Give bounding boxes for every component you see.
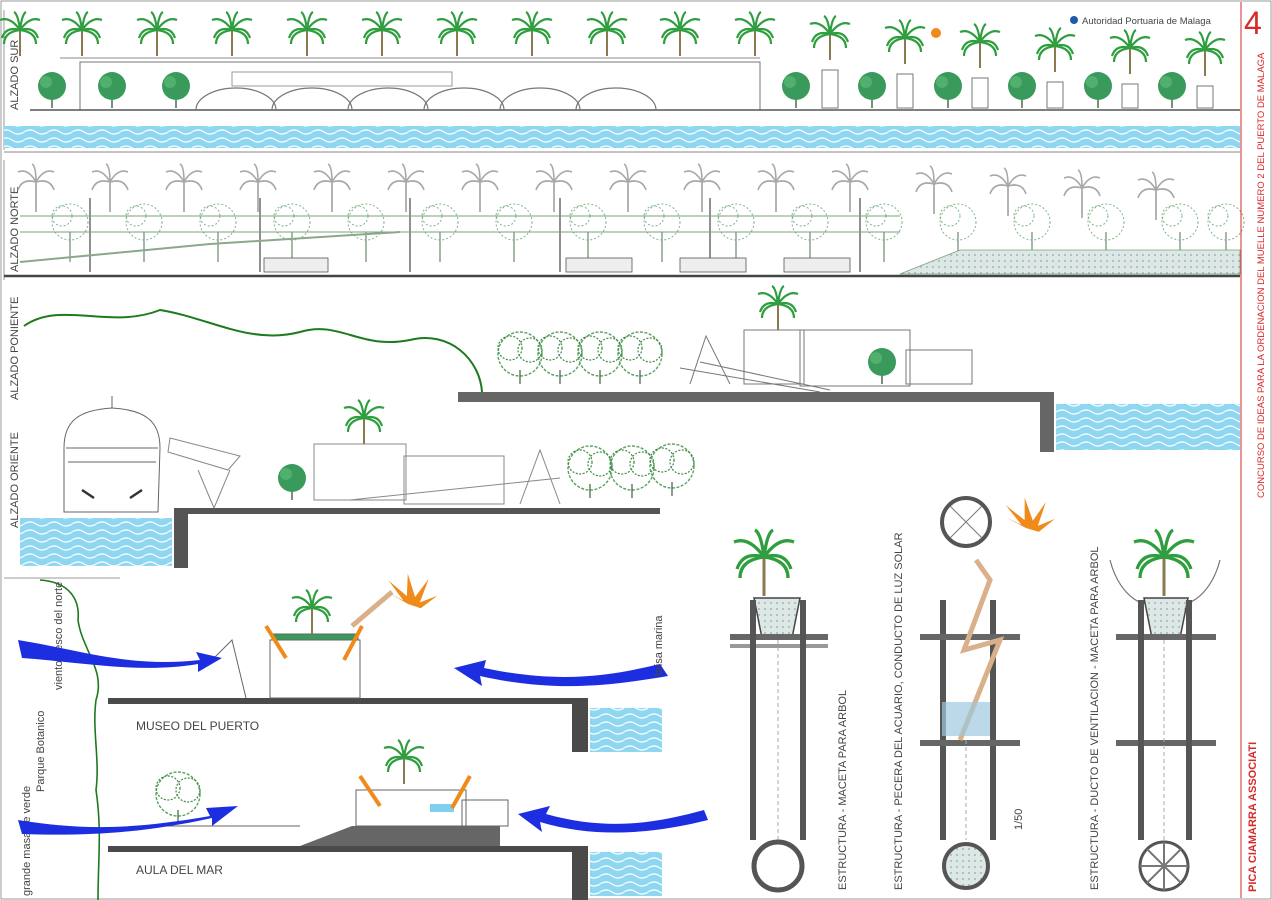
- section-aula: AULA DEL MAR: [18, 738, 708, 900]
- museo-label: MUSEO DEL PUERTO: [136, 719, 259, 733]
- alzado-poniente-label: ALZADO PONIENTE: [9, 297, 21, 400]
- alzado-sur-panel: ALZADO SUR: [0, 10, 1240, 153]
- competition-title: CONCURSO DE IDEAS PARA LA ORDENACION DEL…: [1256, 52, 1267, 498]
- authority-logo: Autoridad Portuaria de Malaga: [1070, 16, 1212, 27]
- oriente-water: [20, 518, 172, 566]
- coastline-green: [23, 308, 483, 393]
- cruise-ship: [63, 396, 161, 513]
- sheet-number: 4: [1244, 5, 1262, 41]
- title-strip: 4 CONCURSO DE IDEAS PARA LA ORDENACION D…: [1240, 2, 1267, 898]
- museo-water: [590, 708, 662, 752]
- detail-pecera: ESTRUCTURA - PECERA DEL ACUARIO, CONDUCT…: [893, 493, 1057, 890]
- detail-ducto: ESTRUCTURA - DUCTO DE VENTILACION - MACE…: [1089, 528, 1221, 892]
- alzado-norte-panel: ALZADO NORTE: [3, 160, 1245, 280]
- aula-label: AULA DEL MAR: [136, 863, 223, 877]
- alzado-oriente-panel: ALZADO ORIENTE: [9, 396, 695, 568]
- wind-arrow-north-2: [18, 806, 238, 835]
- alzado-sur-label: ALZADO SUR: [9, 40, 21, 110]
- alzado-poniente-panel: ALZADO PONIENTE: [9, 284, 1240, 452]
- studio-name: PICA CIAMARRA ASSOCIATI: [1247, 742, 1259, 892]
- scale-label: 1/50: [1013, 809, 1025, 830]
- pecera-label: ESTRUCTURA - PECERA DEL ACUARIO, CONDUCT…: [893, 532, 905, 890]
- alzado-oriente-label: ALZADO ORIENTE: [9, 432, 21, 528]
- poniente-water: [1056, 404, 1240, 450]
- aula-water: [590, 852, 662, 896]
- wind-arrow-sea-2: [518, 806, 708, 833]
- brisa-label: brisa marina: [653, 615, 665, 676]
- detail-maceta: ESTRUCTURA - MACETA PARA ARBOL: [730, 528, 849, 893]
- authority-name: Autoridad Portuaria de Malaga: [1082, 16, 1212, 27]
- wind-arrow-sea: [454, 660, 668, 687]
- wind-arrow-north: [18, 640, 222, 672]
- alzado-norte-label: ALZADO NORTE: [9, 187, 21, 272]
- section-museo: viento fresco del norte Parque Botanico …: [4, 570, 668, 900]
- parque-label: Parque Botanico: [35, 711, 47, 792]
- viento-label: viento fresco del norte: [53, 582, 65, 690]
- maceta-label: ESTRUCTURA - MACETA PARA ARBOL: [837, 690, 849, 890]
- alzado-sur-water: [4, 126, 1240, 148]
- masa-verde-label: grande masa de verde: [21, 786, 33, 896]
- ducto-label: ESTRUCTURA - DUCTO DE VENTILACION - MACE…: [1089, 546, 1101, 890]
